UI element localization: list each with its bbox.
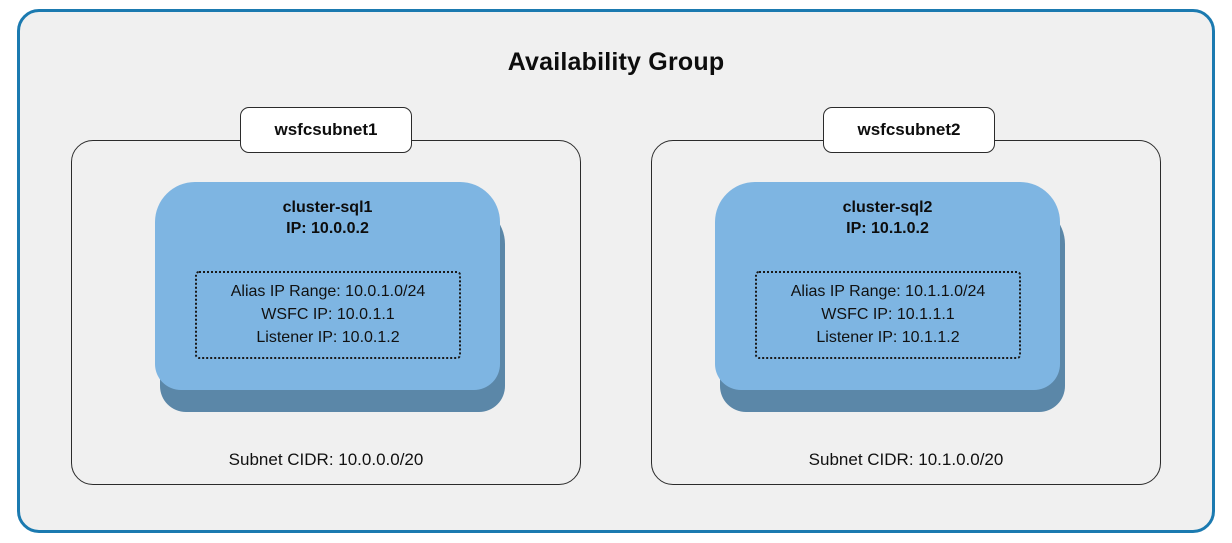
node-heading: cluster-sql1 IP: 10.0.0.2 — [155, 197, 500, 239]
alias-ip-info-box: Alias IP Range: 10.1.1.0/24 WSFC IP: 10.… — [755, 271, 1021, 359]
listener-ip: Listener IP: 10.1.1.2 — [816, 329, 960, 346]
node-cluster-sql1: cluster-sql1 IP: 10.0.0.2 Alias IP Range… — [155, 182, 505, 417]
alias-ip-info-box: Alias IP Range: 10.0.1.0/24 WSFC IP: 10.… — [195, 271, 461, 359]
node-body: cluster-sql1 IP: 10.0.0.2 Alias IP Range… — [155, 182, 500, 390]
listener-ip: Listener IP: 10.0.1.2 — [256, 329, 400, 346]
node-cluster-sql2: cluster-sql2 IP: 10.1.0.2 Alias IP Range… — [715, 182, 1065, 417]
subnet-cidr-wsfcsubnet1: Subnet CIDR: 10.0.0.0/20 — [228, 450, 424, 469]
subnet-label-wsfcsubnet2: wsfcsubnet2 — [823, 107, 995, 153]
node-body: cluster-sql2 IP: 10.1.0.2 Alias IP Range… — [715, 182, 1060, 390]
availability-group-title: Availability Group — [507, 48, 725, 76]
alias-ip-range: Alias IP Range: 10.0.1.0/24 — [230, 283, 426, 300]
node-name: cluster-sql2 — [842, 199, 933, 216]
node-heading: cluster-sql2 IP: 10.1.0.2 — [715, 197, 1060, 239]
wsfc-ip: WSFC IP: 10.0.1.1 — [261, 306, 395, 323]
node-ip: IP: 10.1.0.2 — [846, 220, 929, 237]
alias-ip-range: Alias IP Range: 10.1.1.0/24 — [790, 283, 986, 300]
subnet-label-wsfcsubnet1: wsfcsubnet1 — [240, 107, 412, 153]
subnet-cidr-wsfcsubnet2: Subnet CIDR: 10.1.0.0/20 — [808, 450, 1004, 469]
wsfc-ip: WSFC IP: 10.1.1.1 — [821, 306, 955, 323]
node-ip: IP: 10.0.0.2 — [286, 220, 369, 237]
node-name: cluster-sql1 — [282, 199, 373, 216]
